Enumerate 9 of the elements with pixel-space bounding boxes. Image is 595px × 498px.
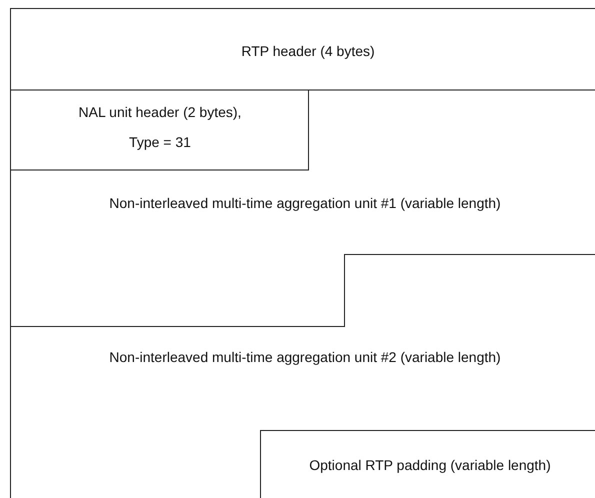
- field-label: Optional RTP padding (variable length): [309, 456, 551, 474]
- packet-field: [260, 430, 595, 498]
- field-label: Non-interleaved multi-time aggregation unit #1 (variable length): [109, 194, 501, 212]
- packet-field: [10, 90, 309, 170]
- field-label: Type = 31: [129, 133, 191, 151]
- field-label: NAL unit header (2 bytes),: [78, 103, 242, 121]
- field-label: RTP header (4 bytes): [241, 42, 375, 60]
- field-label: Non-interleaved multi-time aggregation unit #2 (variable length): [109, 348, 501, 366]
- packet-field: [10, 8, 595, 90]
